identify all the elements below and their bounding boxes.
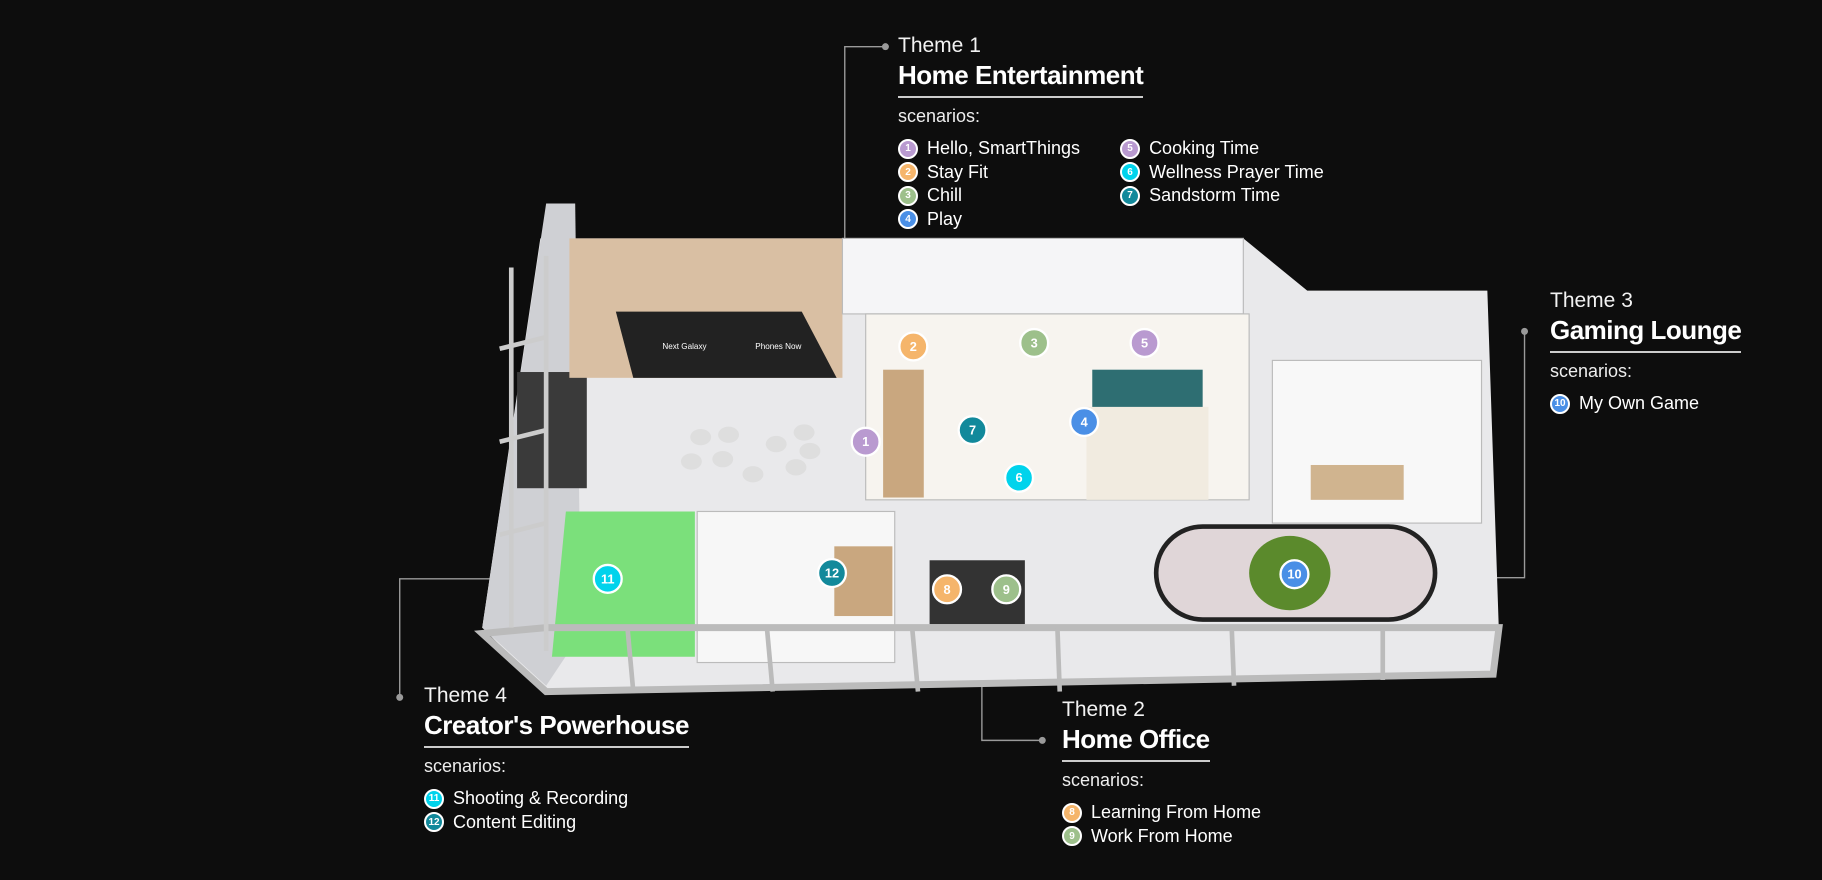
scenario-number-badge: 2 <box>898 162 918 183</box>
marker-number: 9 <box>1003 582 1010 597</box>
scenarios-label: scenarios: <box>898 106 981 126</box>
scenario-label: Play <box>927 208 963 229</box>
scenario-label: My Own Game <box>1579 393 1700 414</box>
scenario-label: Shooting & Recording <box>453 788 629 809</box>
marker-number: 4 <box>1081 414 1089 429</box>
map-marker-12[interactable]: 12 <box>816 557 848 589</box>
theme-3-panel: Theme 3 Gaming Lounge scenarios: 10 My Own… <box>1550 289 1742 416</box>
scenario-label: Content Editing <box>453 811 577 832</box>
scenario-label: Hello, SmartThings <box>927 138 1081 159</box>
scenario-label: Cooking Time <box>1149 138 1260 159</box>
scenario-label: Wellness Prayer Time <box>1149 161 1324 182</box>
theme-title: Home Entertainment <box>898 60 1144 98</box>
scenario-item[interactable]: 12 Content Editing <box>424 811 628 835</box>
scenario-item[interactable]: 2 Stay Fit <box>898 161 1080 185</box>
scenario-number-badge: 4 <box>898 209 918 230</box>
scenario-label: Stay Fit <box>927 161 989 182</box>
scenario-item[interactable]: 9 Work From Home <box>1062 825 1261 849</box>
scenario-item[interactable]: 7 Sandstorm Time <box>1120 184 1324 208</box>
scenario-item[interactable]: 4 Play <box>898 208 1080 232</box>
scenario-number-badge: 7 <box>1120 185 1141 206</box>
scenario-number-badge: 10 <box>1550 393 1570 414</box>
scenarios-label: scenarios: <box>424 756 507 776</box>
scenario-number-badge: 11 <box>424 788 444 809</box>
scenario-number-badge: 9 <box>1062 826 1082 847</box>
map-marker-4[interactable]: 4 <box>1069 406 1100 438</box>
map-marker-9[interactable]: 9 <box>991 574 1022 605</box>
map-marker-3[interactable]: 3 <box>1019 327 1050 359</box>
map-marker-5[interactable]: 5 <box>1129 327 1160 359</box>
scenario-number-badge: 6 <box>1120 162 1141 183</box>
marker-number: 8 <box>943 582 950 597</box>
scenario-item[interactable]: 10 My Own Game <box>1550 392 1699 416</box>
scenario-item[interactable]: 5 Cooking Time <box>1120 137 1324 161</box>
theme-number: Theme 4 <box>424 684 507 707</box>
marker-number: 6 <box>1016 470 1023 485</box>
scenario-number-badge: 5 <box>1120 138 1141 159</box>
scenario-number-badge: 3 <box>898 185 918 206</box>
theme-number: Theme 1 <box>898 34 981 57</box>
marker-number: 11 <box>601 571 615 586</box>
marker-number: 3 <box>1031 335 1038 350</box>
scenario-number-badge: 12 <box>424 812 444 833</box>
theme-4-panel: Theme 4 Creator's Powerhouse scenarios: 1… <box>424 684 689 834</box>
map-marker-2[interactable]: 2 <box>898 331 929 362</box>
screen-text-right: Phones Now <box>755 342 801 351</box>
marker-number: 12 <box>825 566 839 581</box>
map-marker-7[interactable]: 7 <box>957 415 988 446</box>
map-marker-10[interactable]: 10 <box>1279 559 1310 590</box>
scenario-number-badge: 8 <box>1062 802 1082 823</box>
theme-1-panel: Theme 1 Home Entertainment scenarios: 1 He… <box>898 34 1324 231</box>
theme-number: Theme 3 <box>1550 289 1633 312</box>
scenario-label: Work From Home <box>1091 825 1233 846</box>
scenario-item[interactable]: 3 Chill <box>898 184 1080 208</box>
left-mullions <box>499 255 549 651</box>
theme-title: Home Office <box>1062 724 1210 762</box>
scenario-item[interactable]: 1 Hello, SmartThings <box>898 137 1080 161</box>
glass-frame <box>474 624 1503 696</box>
window-mullions <box>625 627 1386 692</box>
theme-title: Creator's Powerhouse <box>424 710 689 748</box>
scenario-item[interactable]: 11 Shooting & Recording <box>424 787 628 811</box>
marker-number: 2 <box>910 339 917 354</box>
scenario-label: Chill <box>927 185 963 206</box>
scenario-number-badge: 1 <box>898 138 918 159</box>
marker-number: 5 <box>1141 335 1148 350</box>
green-screen <box>551 511 695 657</box>
map-marker-11[interactable]: 11 <box>592 563 623 594</box>
display-screen <box>615 311 837 378</box>
scenario-item[interactable]: 6 Wellness Prayer Time <box>1120 161 1324 185</box>
marker-number: 7 <box>969 423 976 438</box>
scenarios-label: scenarios: <box>1550 361 1633 381</box>
theme-number: Theme 2 <box>1062 698 1145 721</box>
scenarios-label: scenarios: <box>1062 770 1145 790</box>
scenario-label: Learning From Home <box>1091 802 1262 823</box>
map-marker-8[interactable]: 8 <box>931 574 963 605</box>
theme-title: Gaming Lounge <box>1550 315 1742 353</box>
marker-number: 10 <box>1287 567 1301 582</box>
map-marker-1[interactable]: 1 <box>850 426 881 457</box>
theme-2-panel: Theme 2 Home Office scenarios: 8 Learning … <box>1062 698 1261 848</box>
scenario-item[interactable]: 8 Learning From Home <box>1062 801 1261 825</box>
map-marker-6[interactable]: 6 <box>1003 462 1035 493</box>
screen-text-left: Next Galaxy <box>662 342 707 351</box>
scenario-label: Sandstorm Time <box>1149 185 1281 206</box>
marker-number: 1 <box>862 434 869 449</box>
